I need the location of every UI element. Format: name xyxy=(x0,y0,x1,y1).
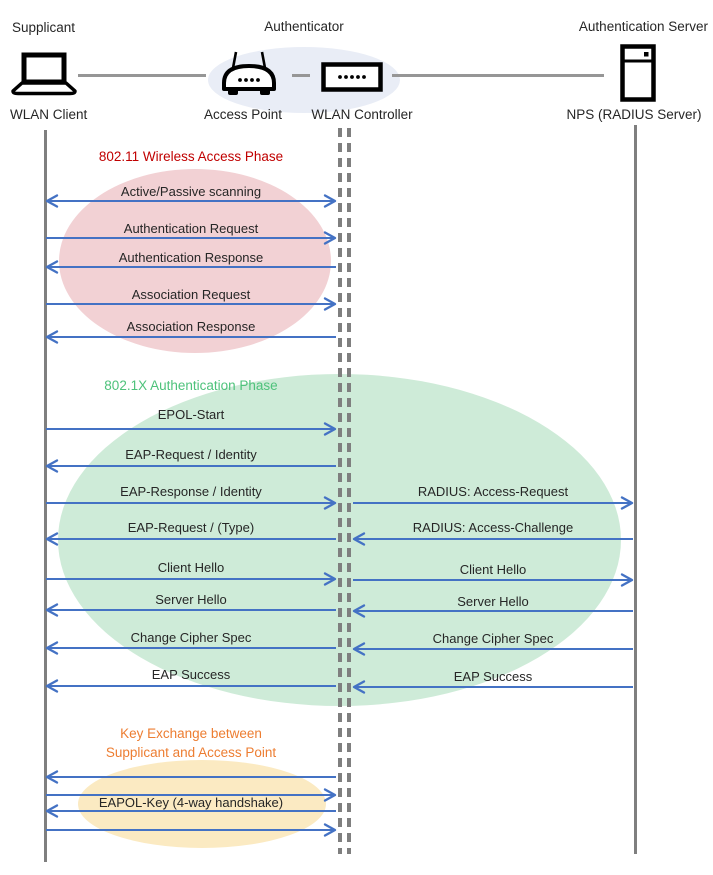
message-arrow xyxy=(46,572,337,586)
access-point-icon xyxy=(222,51,276,95)
message-label: EAP-Response / Identity xyxy=(120,484,262,499)
wireless-access-phase-ellipse xyxy=(59,169,331,353)
message-arrow xyxy=(46,297,337,311)
message-label: Association Response xyxy=(126,319,256,334)
message-arrow xyxy=(45,679,336,693)
lifeline-wlan-client xyxy=(44,130,47,862)
phase-title-wireless-access: 802.11 Wireless Access Phase xyxy=(98,149,284,164)
message-arrow xyxy=(45,260,336,274)
message-label: EAP Success xyxy=(151,667,231,682)
lifeline-radius-server xyxy=(634,125,637,854)
message-arrow xyxy=(45,459,336,473)
message-label: Client Hello xyxy=(157,560,225,575)
message-label: Authentication Response xyxy=(118,250,264,265)
message-arrow xyxy=(45,641,336,655)
message-label: EPOL-Start xyxy=(157,407,225,422)
device-label-access-point: Access Point xyxy=(203,107,283,122)
message-label: Server Hello xyxy=(155,592,227,607)
message-label: EAP-Request / Identity xyxy=(125,447,257,462)
message-label: Association Request xyxy=(131,287,251,302)
message-label: Change Cipher Spec xyxy=(432,631,554,646)
message-label: EAPOL-Key (4-way handshake) xyxy=(98,795,284,810)
message-arrow xyxy=(45,804,336,818)
message-label: Authentication Request xyxy=(123,221,259,236)
message-label: Active/Passive scanning xyxy=(120,184,262,199)
message-label: Client Hello xyxy=(459,562,527,577)
message-arrow xyxy=(352,604,633,618)
lifeline-controller-right xyxy=(347,128,351,854)
message-label: Change Cipher Spec xyxy=(130,630,252,645)
lifeline-controller-left xyxy=(338,128,342,854)
role-label-authenticator: Authenticator xyxy=(264,19,344,34)
message-arrow xyxy=(352,532,633,546)
message-arrow xyxy=(45,532,336,546)
connector-ap-controller xyxy=(292,74,310,77)
role-label-authentication-server: Authentication Server xyxy=(578,19,708,34)
message-label: Server Hello xyxy=(457,594,529,609)
message-label: EAP-Request / (Type) xyxy=(127,520,255,535)
phase-title-key-exchange-line2: Supplicant and Access Point xyxy=(105,745,277,760)
message-label: RADIUS: Access-Request xyxy=(417,484,569,499)
message-arrow xyxy=(46,496,337,510)
laptop-icon xyxy=(11,52,77,96)
message-arrow xyxy=(352,680,633,694)
message-arrow xyxy=(353,573,634,587)
role-label-supplicant: Supplicant xyxy=(12,20,76,35)
message-arrow xyxy=(45,330,336,344)
phase-title-key-exchange-line1: Key Exchange between xyxy=(120,726,262,741)
connector-controller-server xyxy=(392,74,604,77)
message-arrow xyxy=(45,603,336,617)
phase-title-key-exchange: Key Exchange between Supplicant and Acce… xyxy=(45,724,337,762)
message-label: RADIUS: Access-Challenge xyxy=(412,520,574,535)
message-label: EAP Success xyxy=(453,669,533,684)
message-arrow xyxy=(45,770,336,784)
server-icon xyxy=(620,44,656,102)
device-label-wlan-controller: WLAN Controller xyxy=(311,107,413,122)
message-arrow xyxy=(353,496,634,510)
message-arrow xyxy=(46,231,337,245)
key-exchange-phase-ellipse xyxy=(78,760,326,848)
message-arrow xyxy=(46,823,337,837)
message-arrow xyxy=(45,194,337,208)
device-label-wlan-client: WLAN Client xyxy=(10,107,88,122)
device-label-nps: NPS (RADIUS Server) xyxy=(566,107,702,122)
message-arrow xyxy=(46,788,337,802)
phase-title-dot1x-authentication: 802.1X Authentication Phase xyxy=(104,378,278,393)
wlan-controller-icon xyxy=(321,62,383,92)
message-arrow xyxy=(46,422,337,436)
message-arrow xyxy=(352,642,633,656)
connector-client-ap xyxy=(78,74,206,77)
